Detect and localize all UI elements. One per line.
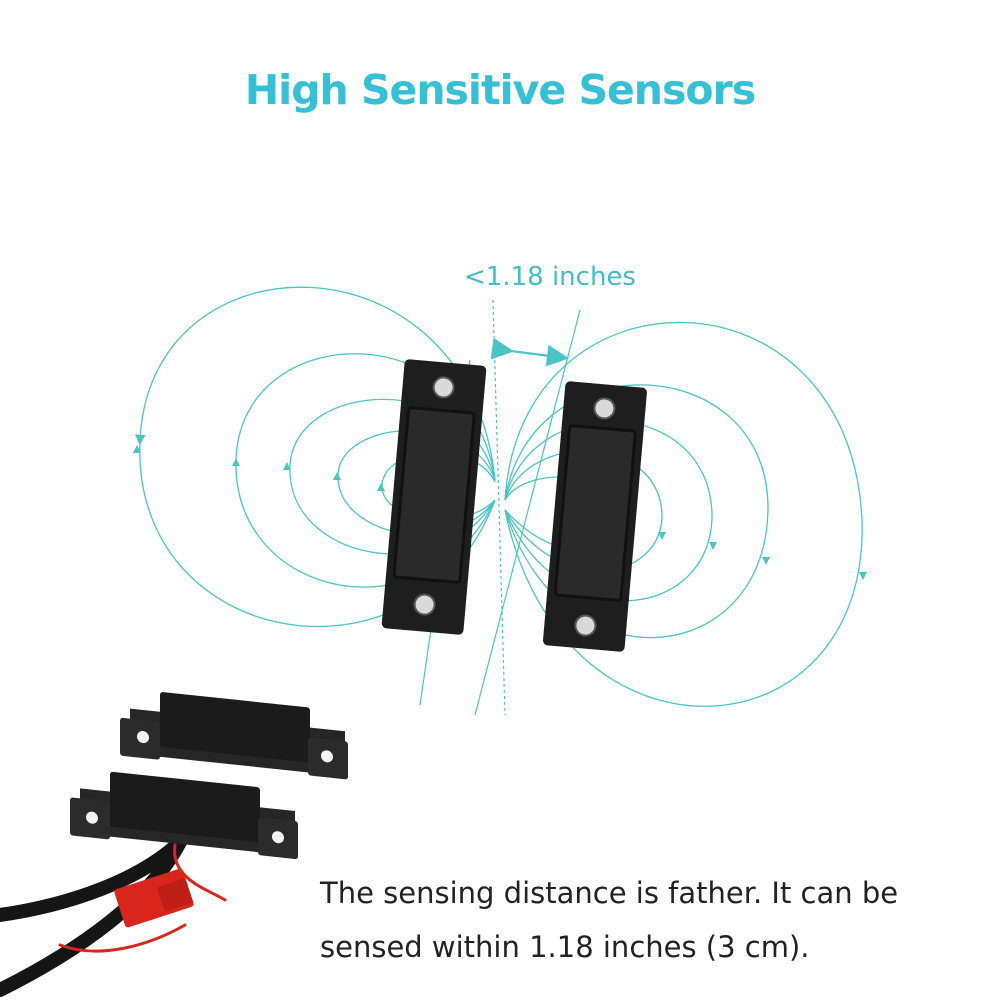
wire-connector: [114, 868, 194, 928]
sensor-photo-top: [120, 692, 348, 780]
product-photo: [0, 692, 348, 997]
field-line-arrows-right: [658, 532, 867, 580]
screw-hole-icon: [413, 593, 436, 616]
caption: The sensing distance is father. It can b…: [320, 866, 980, 974]
screw-hole-icon: [593, 397, 616, 420]
sensor-left: [381, 359, 487, 635]
caption-line-2: sensed within 1.18 inches (3 cm).: [320, 930, 810, 964]
distance-label: <1.18 inches: [464, 262, 636, 292]
screw-hole-icon: [574, 614, 597, 637]
wires: [0, 835, 227, 997]
sensor-photo-bottom: [70, 771, 298, 860]
field-line-arrows-left: [133, 445, 385, 491]
headline: High Sensitive Sensors: [244, 66, 756, 114]
distance-arrow: [490, 337, 569, 367]
caption-line-1: The sensing distance is father. It can b…: [320, 876, 899, 910]
screw-hole-icon: [432, 376, 455, 399]
sensor-right: [542, 381, 647, 652]
